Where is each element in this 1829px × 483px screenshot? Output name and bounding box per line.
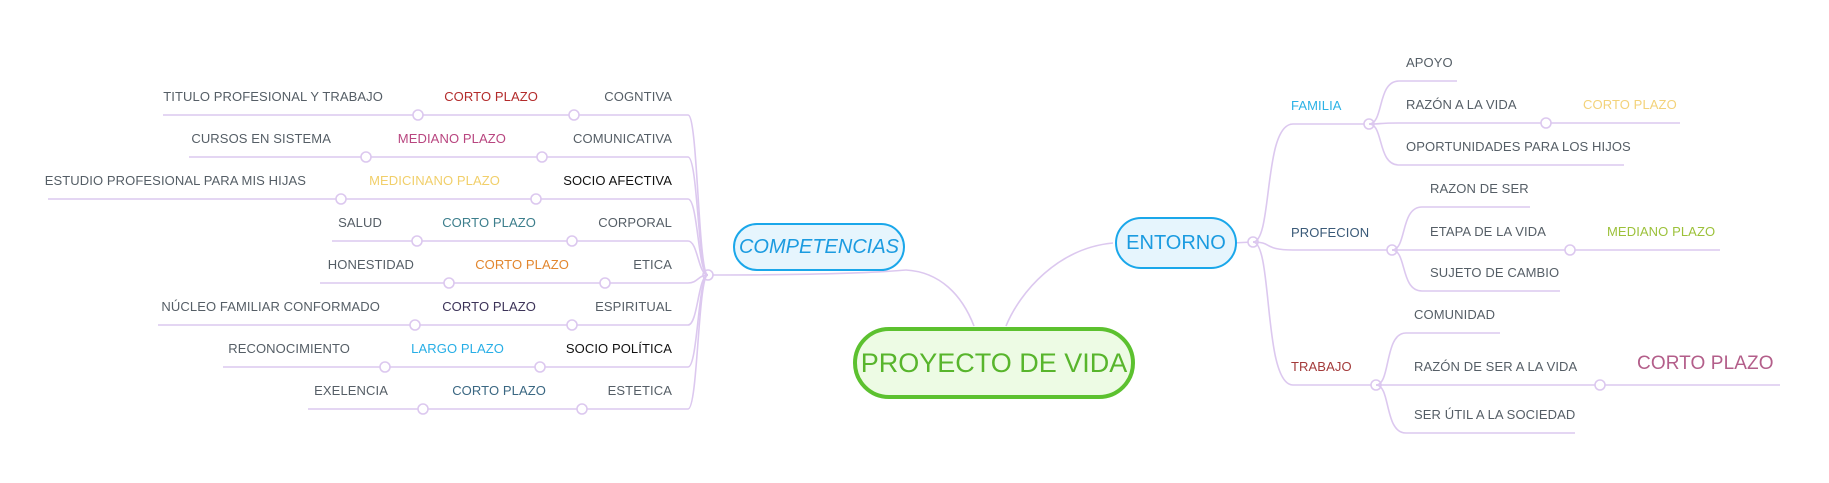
entorno-item-label[interactable]: APOYO: [1406, 55, 1453, 70]
entorno-item-label[interactable]: RAZÓN DE SER A LA VIDA: [1414, 359, 1578, 374]
link-root-competencias: [905, 269, 975, 327]
detail-label[interactable]: HONESTIDAD: [327, 257, 414, 272]
entorno-item-label[interactable]: ETAPA DE LA VIDA: [1430, 224, 1546, 239]
term-label[interactable]: CORTO PLAZO: [452, 383, 546, 398]
competencia-knob[interactable]: [566, 235, 578, 247]
competencia-knob[interactable]: [536, 151, 548, 163]
term-knob[interactable]: [417, 403, 429, 415]
competencia-label[interactable]: ESPIRITUAL: [595, 299, 672, 314]
link-item-2-2: [1375, 384, 1575, 434]
competencia-label[interactable]: ETICA: [633, 257, 672, 272]
term-label[interactable]: CORTO PLAZO: [1637, 353, 1774, 374]
entorno-item-label[interactable]: SUJETO DE CAMBIO: [1430, 265, 1560, 280]
competencia-knob[interactable]: [534, 361, 546, 373]
term-knob[interactable]: [379, 361, 391, 373]
link-competencia-4: [320, 274, 709, 284]
term-knob[interactable]: [411, 235, 423, 247]
term-knob[interactable]: [1594, 379, 1606, 391]
term-knob[interactable]: [335, 193, 347, 205]
link-item-0-1: [1368, 122, 1680, 125]
competencia-knob[interactable]: [568, 109, 580, 121]
competencias-node[interactable]: COMPETENCIAS: [733, 223, 905, 271]
detail-label[interactable]: EXELENCIA: [314, 383, 388, 398]
link-group-0: [1252, 123, 1369, 243]
competencia-label[interactable]: COMUNICATIVA: [573, 131, 672, 146]
detail-label[interactable]: CURSOS EN SISTEMA: [191, 131, 331, 146]
link-item-1-2: [1391, 249, 1560, 292]
link-competencia-3: [332, 240, 709, 276]
link-competencia-7: [308, 274, 709, 410]
term-knob[interactable]: [1540, 117, 1552, 129]
competencia-label[interactable]: ESTETICA: [607, 383, 672, 398]
entorno-node-label: ENTORNO: [1126, 231, 1226, 254]
term-label[interactable]: MEDICINANO PLAZO: [369, 173, 500, 188]
term-knob[interactable]: [412, 109, 424, 121]
link-item-1-0: [1391, 206, 1530, 251]
term-label[interactable]: CORTO PLAZO: [1583, 97, 1677, 112]
detail-label[interactable]: TITULO PROFESIONAL Y TRABAJO: [163, 89, 383, 104]
term-label[interactable]: CORTO PLAZO: [442, 215, 536, 230]
root-node[interactable]: PROYECTO DE VIDA: [853, 327, 1135, 399]
group-label[interactable]: FAMILIA: [1291, 98, 1342, 113]
link-competencia-1: [189, 156, 709, 276]
term-label[interactable]: CORTO PLAZO: [475, 257, 569, 272]
term-label[interactable]: MEDIANO PLAZO: [397, 131, 506, 146]
competencia-label[interactable]: SOCIO AFECTIVA: [563, 173, 672, 188]
group-label[interactable]: PROFECION: [1291, 225, 1370, 240]
term-knob[interactable]: [443, 277, 455, 289]
competencia-label[interactable]: CORPORAL: [598, 215, 672, 230]
entorno-item-label[interactable]: OPORTUNIDADES PARA LOS HIJOS: [1406, 139, 1631, 154]
root-node-label: PROYECTO DE VIDA: [860, 347, 1128, 378]
link-item-0-0: [1368, 80, 1457, 125]
link-item-2-0: [1375, 332, 1500, 386]
competencia-knob[interactable]: [566, 319, 578, 331]
entorno-node[interactable]: ENTORNO: [1115, 217, 1237, 269]
link-competencia-2: [48, 198, 709, 276]
term-knob[interactable]: [360, 151, 372, 163]
link-group-2: [1252, 241, 1376, 386]
term-label[interactable]: CORTO PLAZO: [444, 89, 538, 104]
competencia-knob[interactable]: [599, 277, 611, 289]
competencias-node-label: COMPETENCIAS: [738, 235, 900, 258]
link-group-1: [1252, 241, 1392, 251]
competencia-knob[interactable]: [530, 193, 542, 205]
term-knob[interactable]: [1564, 244, 1576, 256]
detail-label[interactable]: SALUD: [338, 215, 382, 230]
term-label[interactable]: LARGO PLAZO: [411, 341, 504, 356]
term-label[interactable]: CORTO PLAZO: [442, 299, 536, 314]
detail-label[interactable]: ESTUDIO PROFESIONAL PARA MIS HIJAS: [44, 173, 306, 188]
link-root-entorno: [1005, 242, 1114, 327]
competencia-label[interactable]: SOCIO POLÍTICA: [565, 341, 672, 356]
link-competencias-hub: [707, 269, 907, 276]
entorno-item-label[interactable]: COMUNIDAD: [1414, 307, 1496, 322]
group-label[interactable]: TRABAJO: [1291, 359, 1352, 374]
entorno-item-label[interactable]: RAZON DE SER: [1430, 181, 1529, 196]
entorno-item-label[interactable]: SER ÚTIL A LA SOCIEDAD: [1414, 407, 1576, 422]
link-item-0-2: [1368, 123, 1624, 166]
term-knob[interactable]: [409, 319, 421, 331]
entorno-item-label[interactable]: RAZÓN A LA VIDA: [1406, 97, 1517, 112]
detail-label[interactable]: NÚCLEO FAMILIAR CONFORMADO: [161, 299, 380, 314]
detail-label[interactable]: RECONOCIMIENTO: [228, 341, 350, 356]
competencia-label[interactable]: COGNTIVA: [604, 89, 672, 104]
term-label[interactable]: MEDIANO PLAZO: [1607, 224, 1716, 239]
competencia-knob[interactable]: [576, 403, 588, 415]
